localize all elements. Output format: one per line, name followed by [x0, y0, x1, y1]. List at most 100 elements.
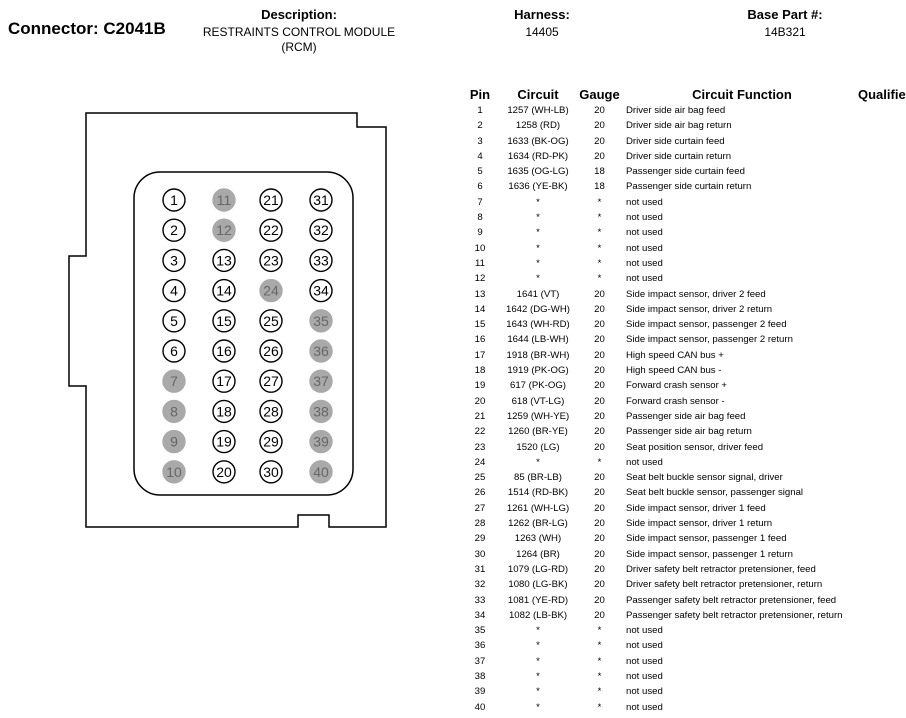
column-header-gauge: Gauge: [579, 87, 620, 102]
gauge-cell: 20: [594, 105, 605, 116]
circuit-cell: *: [536, 456, 540, 468]
pin-number: 20: [216, 464, 232, 480]
pin-cell: 33: [474, 594, 486, 606]
connector-pin: 22: [259, 218, 283, 242]
circuit-function-cell: Passenger side curtain return: [626, 181, 752, 193]
harness-block: Harness: 14405: [486, 7, 598, 40]
qualifier-cell: [858, 593, 906, 608]
gauge-cell: *: [597, 242, 602, 254]
connector-pin: 11: [212, 188, 236, 212]
harness-label: Harness:: [514, 7, 570, 22]
qualifier-cell: [858, 440, 906, 455]
connector-pin: 7: [162, 369, 186, 393]
qualifier-cell: [858, 669, 906, 684]
circuit-cell: 1079 (LG-RD): [507, 563, 569, 575]
circuit-function-cell: not used: [626, 640, 663, 652]
circuit-cell: 1259 (WH-YE): [506, 410, 570, 422]
circuit-cell: *: [536, 227, 540, 239]
pin-circle: [309, 460, 333, 484]
circuit-function-cell: Driver safety belt retractor pretensione…: [626, 579, 823, 591]
qualifier-cell: [858, 485, 906, 500]
pin-circle: [309, 369, 333, 393]
qualifier-cell: [858, 195, 906, 210]
circuit-function-cell: Side impact sensor, passenger 2 return: [626, 334, 793, 346]
table-row: 36**not used: [462, 638, 906, 653]
circuit-cell: *: [536, 257, 540, 269]
circuit-function-cell: not used: [626, 273, 663, 285]
gauge-cell: 20: [594, 349, 605, 361]
circuit-function-cell: Side impact sensor, driver 1 return: [626, 518, 773, 530]
connector-pin: 35: [309, 309, 333, 333]
pin-circle: [162, 460, 186, 484]
pin-cell: 20: [474, 395, 486, 407]
circuit-function-cell: Seat position sensor, driver feed: [626, 441, 764, 453]
circuit-function-cell: Passenger safety belt retractor pretensi…: [626, 594, 837, 606]
connector-pin: 25: [259, 309, 283, 333]
pin-cell: 35: [474, 625, 486, 637]
qualifier-cell: [858, 394, 906, 409]
gauge-cell: *: [597, 196, 602, 208]
table-row: 37**not used: [462, 654, 906, 669]
qualifier-cell: [858, 684, 906, 699]
harness-value: 14405: [525, 25, 559, 39]
circuit-cell: 1264 (BR): [516, 548, 560, 560]
circuit-function-cell: Side impact sensor, driver 2 return: [626, 303, 773, 315]
table-row: 40**not used: [462, 700, 906, 715]
pin-number: 28: [263, 403, 279, 419]
circuit-function-cell: Side impact sensor, driver 1 feed: [626, 502, 766, 514]
connector-pin: 15: [212, 309, 236, 333]
qualifier-cell: [858, 424, 906, 439]
pin-number: 24: [263, 283, 279, 299]
table-header-row: Pin Circuit Gauge Circuit Function Quali…: [462, 86, 906, 103]
gauge-cell: 20: [594, 380, 605, 392]
pin-cell: 17: [474, 349, 486, 361]
gauge-cell: *: [597, 257, 602, 269]
gauge-cell: 20: [594, 533, 605, 545]
pin-cell: 4: [477, 150, 483, 162]
pin-cell: 7: [477, 196, 483, 208]
qualifier-cell: [858, 103, 906, 118]
pin-circle: [212, 399, 236, 424]
table-row: 9**not used: [462, 225, 906, 240]
gauge-cell: *: [597, 273, 602, 285]
gauge-cell: 20: [594, 472, 605, 484]
pin-circle: [259, 369, 283, 393]
pin-circle: [259, 188, 283, 212]
pin-circle: [212, 248, 236, 273]
connector-housing-outline: [68, 112, 387, 528]
pin-cell: 19: [474, 380, 486, 392]
qualifier-cell: [858, 271, 906, 286]
gauge-cell: *: [597, 670, 602, 682]
pin-cell: 9: [477, 227, 483, 239]
gauge-cell: 20: [594, 548, 605, 560]
gauge-cell: 20: [594, 518, 605, 530]
qualifier-cell: [858, 118, 906, 133]
pin-circle: [162, 429, 186, 454]
qualifier-cell: [858, 256, 906, 271]
circuit-cell: 617 (PK-OG): [510, 380, 566, 392]
gauge-cell: 18: [594, 181, 605, 193]
pin-number: 36: [313, 343, 329, 359]
pin-circle: [212, 429, 236, 454]
circuit-function-cell: Forward crash sensor -: [626, 395, 725, 407]
qualifier-cell: [858, 210, 906, 225]
pin-number: 9: [170, 434, 178, 450]
pin-circle: [259, 309, 283, 333]
connector-cavity-outline: [133, 171, 354, 496]
pin-circle: [162, 339, 186, 363]
qualifier-cell: [858, 700, 906, 715]
table-row: 38**not used: [462, 669, 906, 684]
pin-number: 4: [170, 283, 178, 299]
circuit-cell: 618 (VT-LG): [511, 395, 565, 407]
circuit-cell: 1260 (BR-YE): [508, 426, 568, 438]
gauge-cell: 20: [594, 365, 605, 377]
pin-cell: 15: [474, 319, 486, 331]
